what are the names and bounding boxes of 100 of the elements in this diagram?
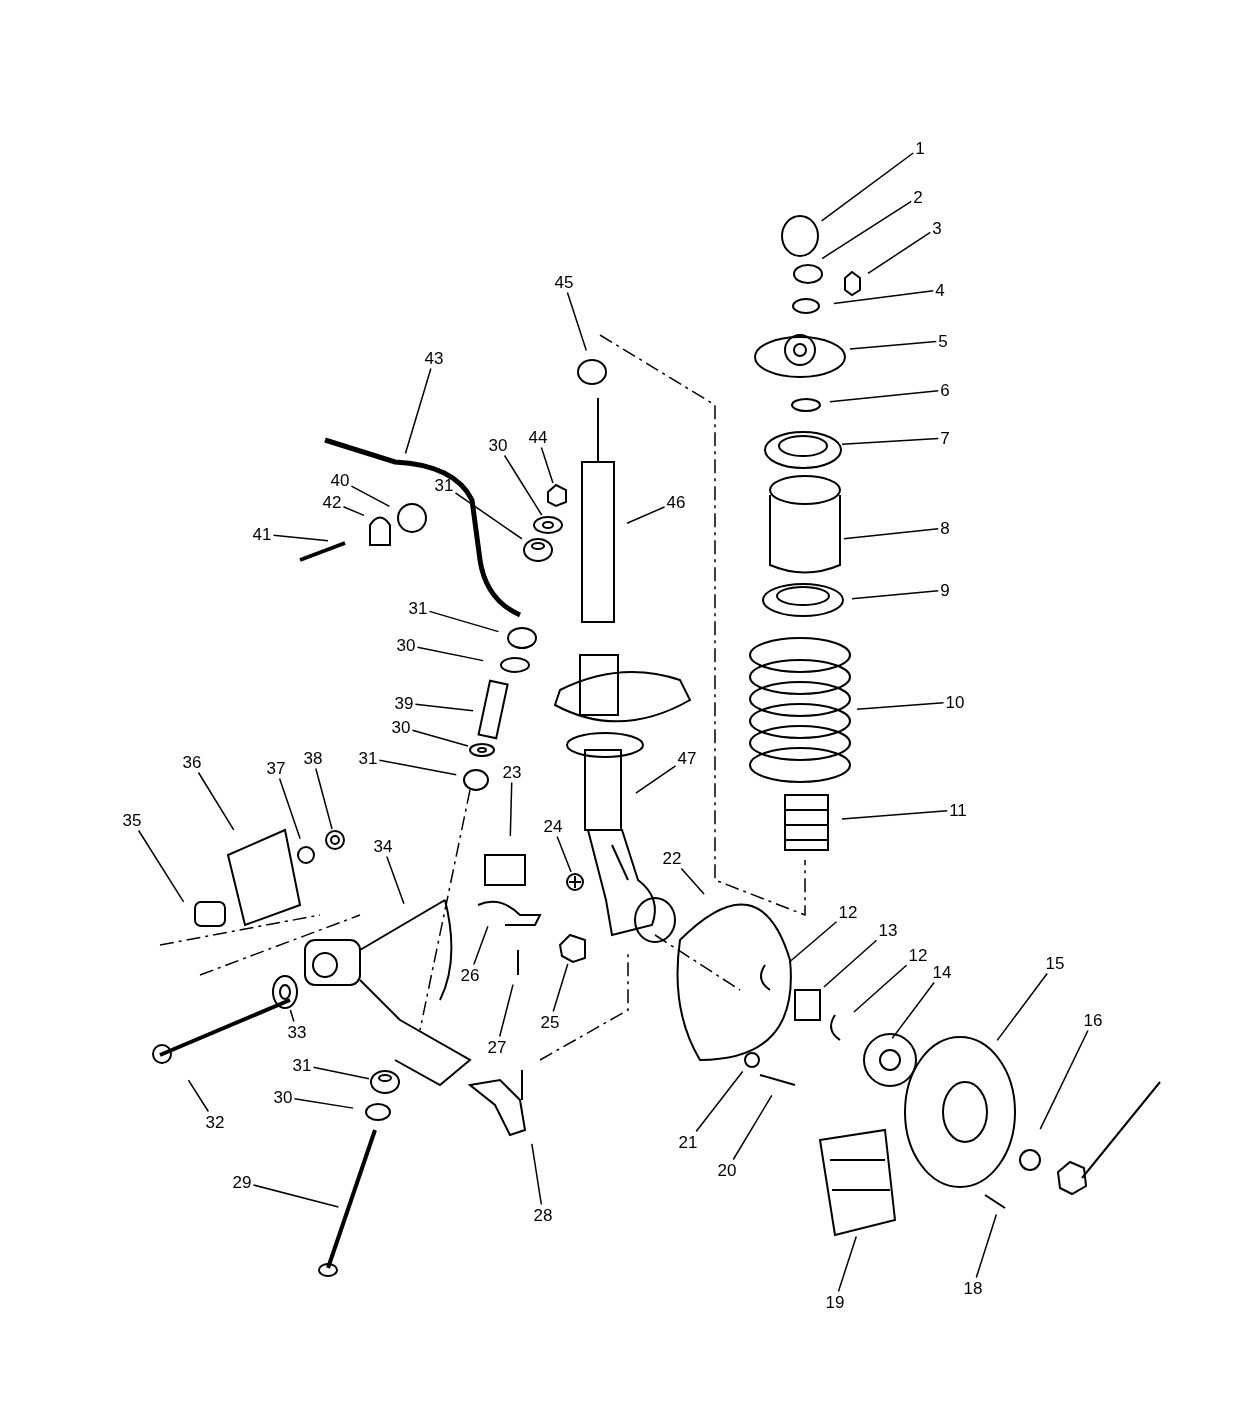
leader-line [996, 972, 1048, 1042]
callout-number: 8 [940, 519, 950, 537]
callout-number: 13 [878, 921, 898, 939]
leader-line [454, 492, 523, 540]
callout-number: 41 [252, 525, 272, 543]
leader-line [891, 981, 935, 1040]
callout-number: 2 [913, 188, 923, 206]
callout-number: 31 [292, 1056, 312, 1074]
leader-line [416, 646, 484, 662]
callout-number: 11 [949, 801, 967, 819]
callout-number: 10 [945, 693, 965, 711]
callout-number: 21 [678, 1133, 698, 1151]
callout-number: 35 [122, 811, 142, 829]
callout-number: 30 [391, 718, 411, 736]
callout-number: 20 [717, 1161, 737, 1179]
callout-number: 12 [908, 946, 928, 964]
callout-number: 37 [266, 759, 286, 777]
leader-line [680, 867, 705, 895]
leader-line [252, 1184, 340, 1208]
callout-number: 4 [935, 281, 945, 299]
leader-line [503, 454, 543, 516]
bushing-drawing [370, 1070, 400, 1094]
leader-line [823, 939, 878, 988]
nut-drawing [325, 830, 345, 850]
callout-number: 18 [963, 1279, 983, 1297]
leader-line [975, 1213, 998, 1279]
leader-line [378, 759, 457, 776]
leader-line [289, 1009, 295, 1023]
callout-number: 24 [543, 817, 563, 835]
leader-line [272, 534, 329, 542]
leader-line [509, 781, 513, 837]
leader-line [820, 152, 914, 222]
clip-drawing [566, 873, 584, 891]
callout-number: 47 [677, 749, 697, 767]
leader-line [695, 1070, 744, 1133]
leader-line [540, 446, 554, 484]
callout-number: 45 [554, 273, 574, 291]
leader-line [350, 485, 391, 508]
callout-number: 12 [838, 903, 858, 921]
leader-line [851, 589, 939, 600]
callout-number: 42 [322, 493, 342, 511]
leader-line [626, 506, 666, 524]
leader-line [833, 290, 934, 305]
callout-number: 5 [938, 332, 948, 350]
callout-number: 32 [205, 1113, 225, 1131]
callout-number: 29 [232, 1173, 252, 1191]
leader-line [821, 200, 912, 260]
callout-number: 3 [932, 219, 942, 237]
callout-number: 27 [487, 1038, 507, 1056]
leader-line [473, 925, 489, 966]
bushing-drawing [523, 538, 553, 562]
leader-line [386, 855, 405, 905]
leader-line [856, 702, 945, 710]
leader-line [293, 1098, 354, 1109]
nut-drawing [547, 483, 567, 508]
callout-number: 15 [1045, 954, 1065, 972]
washer-drawing [469, 743, 495, 757]
callout-number: 23 [502, 763, 522, 781]
callout-number: 30 [273, 1088, 293, 1106]
callout-number: 30 [396, 636, 416, 654]
callout-number: 16 [1083, 1011, 1103, 1029]
leader-line [829, 389, 939, 403]
leader-line [531, 1143, 543, 1206]
leader-line [278, 777, 301, 840]
leader-line [849, 340, 937, 350]
callout-number: 46 [666, 493, 686, 511]
callout-number: 26 [460, 966, 480, 984]
leader-line [1039, 1029, 1089, 1130]
leader-line [315, 767, 333, 830]
callout-number: 31 [434, 476, 454, 494]
leader-line [137, 829, 185, 903]
callout-number: 9 [940, 581, 950, 599]
callout-number: 34 [373, 837, 393, 855]
leader-line [841, 810, 948, 820]
leader-line [552, 963, 569, 1013]
callout-number: 25 [540, 1013, 560, 1031]
leader-line [837, 1235, 858, 1293]
callout-number: 22 [662, 849, 682, 867]
callout-number: 1 [915, 139, 925, 157]
leader-line [404, 367, 432, 455]
leader-line [635, 765, 677, 794]
callout-number: 36 [182, 753, 202, 771]
callout-number: 40 [330, 471, 350, 489]
leader-line [732, 1094, 773, 1161]
leader-line [556, 835, 572, 873]
washer-drawing [272, 975, 298, 1009]
leader-line [841, 437, 939, 445]
leader-line [414, 703, 474, 712]
leader-line [312, 1066, 370, 1080]
leader-line [853, 964, 908, 1013]
washer-drawing [533, 516, 563, 534]
callout-number: 38 [303, 749, 323, 767]
callout-number: 19 [825, 1293, 845, 1311]
callout-number: 44 [528, 428, 548, 446]
leader-line [498, 983, 514, 1038]
callout-number: 7 [940, 429, 950, 447]
nut-drawing [558, 933, 586, 964]
leader-line [187, 1079, 210, 1113]
callout-number: 31 [358, 749, 378, 767]
leader-line [843, 527, 939, 540]
